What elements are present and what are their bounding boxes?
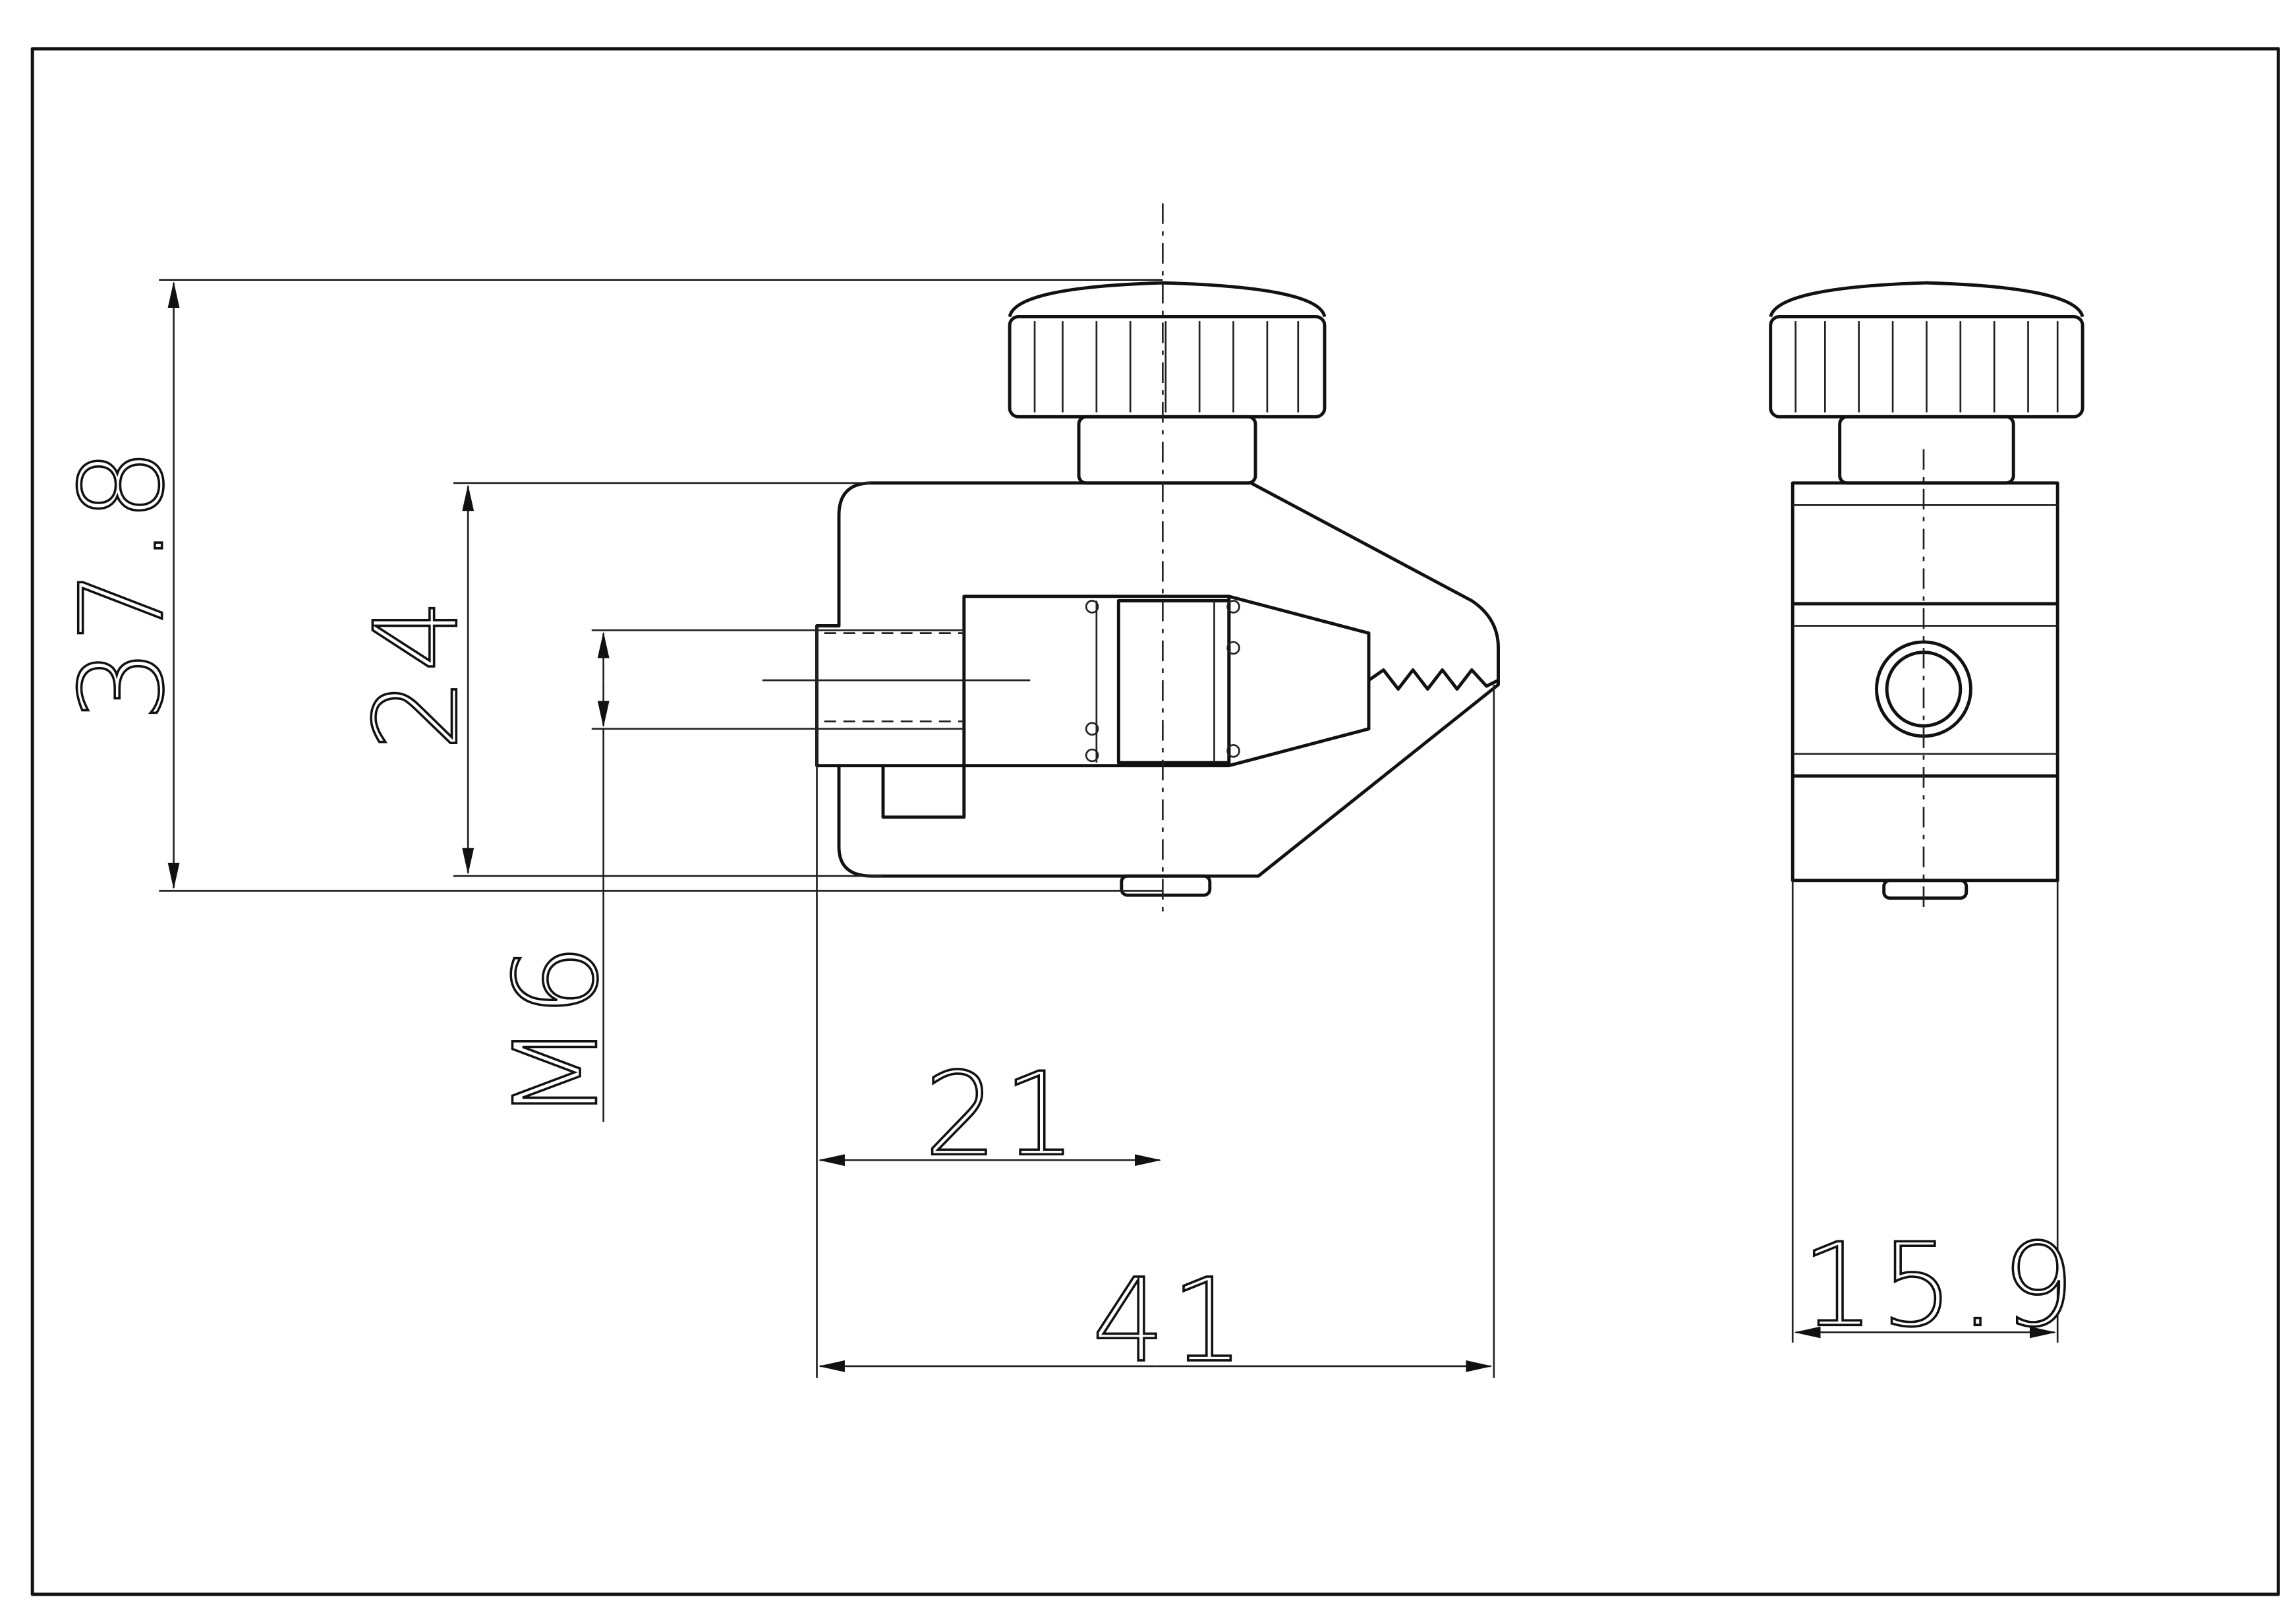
dimension-overall-length: 41	[1092, 1254, 1250, 1388]
dimension-thread: M6	[490, 938, 624, 1122]
dimension-body-height: 24	[350, 593, 484, 751]
dimension-center-offset: 21	[925, 1048, 1083, 1182]
dimension-overall-height: 37.8	[56, 442, 190, 722]
knob	[1008, 281, 1327, 485]
dimension-width: 15.9	[1802, 1219, 2081, 1352]
front-view	[762, 203, 1500, 913]
side-dimensions: 15.9	[1791, 880, 2081, 1354]
front-dimensions: 37.8 24 M6 21 41	[55, 279, 1495, 1389]
clamp-body	[815, 481, 1500, 878]
drawing-border	[30, 47, 2280, 1596]
side-view	[1769, 281, 2084, 910]
bottom-nub	[1120, 874, 1212, 897]
inner-cavity	[762, 594, 1499, 768]
